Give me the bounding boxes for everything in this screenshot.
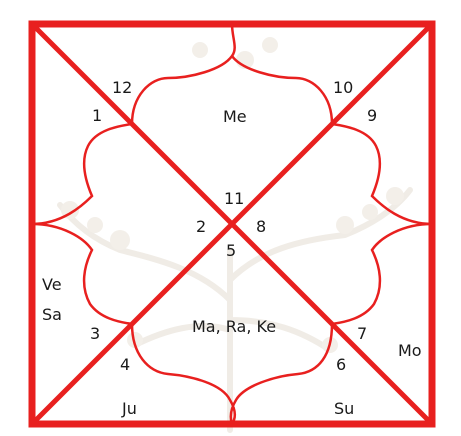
planet-label-left-lower: Sa [42, 305, 62, 324]
house-number-7: 7 [357, 324, 367, 343]
house-number-1: 1 [92, 106, 102, 125]
house-number-2: 2 [196, 217, 206, 236]
planet-label-right: Mo [398, 341, 422, 360]
house-number-9: 9 [367, 106, 377, 125]
house-number-5: 5 [226, 241, 236, 260]
planet-label-bottom-right: Su [334, 399, 354, 418]
planet-label-left-upper: Ve [42, 275, 62, 294]
planet-label-top: Me [223, 107, 247, 126]
house-number-10: 10 [333, 78, 353, 97]
house-number-4: 4 [120, 355, 130, 374]
planet-label-bottom-left: Ju [121, 399, 137, 418]
planet-label-bottom-center: Ma, Ra, Ke [192, 317, 276, 336]
house-number-6: 6 [336, 355, 346, 374]
house-number-11: 11 [224, 189, 244, 208]
house-number-8: 8 [256, 217, 266, 236]
house-number-3: 3 [90, 324, 100, 343]
house-number-12: 12 [112, 78, 132, 97]
